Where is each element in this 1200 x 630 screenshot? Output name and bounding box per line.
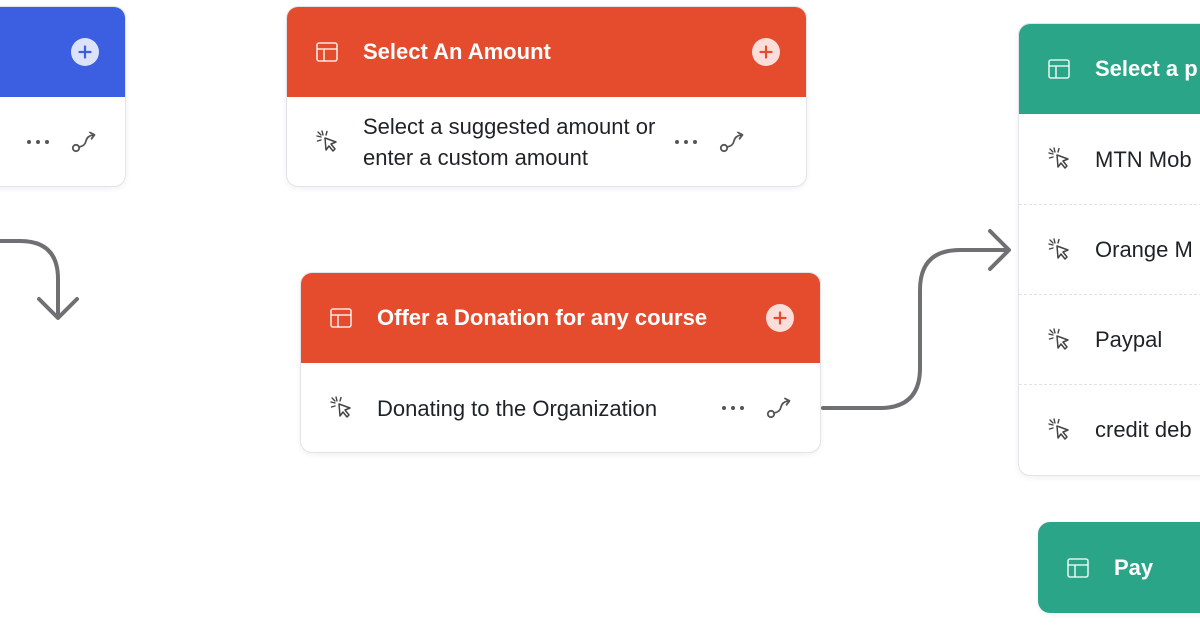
click-cursor-icon: [1047, 417, 1073, 443]
payment-option-label: Paypal: [1095, 327, 1163, 352]
node-row-text: Donating to the Organization: [377, 395, 658, 421]
node-row[interactable]: Select a suggested amount or enter a cus…: [287, 97, 806, 186]
node-row-blue[interactable]: [0, 97, 125, 186]
connect-route-button[interactable]: [719, 129, 747, 155]
payment-option-row[interactable]: Orange M: [1019, 204, 1200, 294]
add-step-button[interactable]: [766, 304, 794, 332]
route-icon: [71, 131, 96, 153]
connector-donation-to-payment: [821, 229, 1011, 410]
payment-option-row[interactable]: MTN Mob: [1019, 114, 1200, 204]
node-card-blue[interactable]: [0, 6, 126, 187]
node-header-blue: [0, 7, 125, 97]
table-layout-icon: [1066, 556, 1090, 580]
click-cursor-icon: [329, 395, 355, 421]
node-card-select-payment[interactable]: Select a p MTN Mob Orange M Paypal credi…: [1018, 23, 1200, 476]
payment-option-label: Orange M: [1095, 237, 1193, 262]
click-cursor-icon: [315, 129, 341, 155]
route-icon: [766, 397, 791, 419]
node-title: Select a p: [1095, 56, 1198, 81]
click-cursor-icon: [1047, 327, 1073, 353]
node-header-offer-donation: Offer a Donation for any course: [301, 273, 820, 363]
more-options-button[interactable]: [720, 395, 746, 421]
node-header-select-amount: Select An Amount: [287, 7, 806, 97]
node-title: Offer a Donation for any course: [377, 305, 708, 330]
plus-icon: [759, 45, 773, 59]
more-dots-icon: [722, 406, 744, 410]
add-step-button-blue[interactable]: [71, 38, 99, 66]
table-layout-icon: [329, 306, 353, 330]
table-layout-icon: [1047, 57, 1071, 81]
node-card-offer-donation[interactable]: Offer a Donation for any course Donating…: [300, 272, 821, 453]
more-dots-icon: [27, 140, 49, 144]
node-header-pay: Pay: [1038, 522, 1200, 613]
node-row-text: Select a suggested amount or enter a cus…: [363, 114, 656, 170]
payment-option-row[interactable]: Paypal: [1019, 294, 1200, 384]
plus-icon: [773, 311, 787, 325]
add-step-button[interactable]: [752, 38, 780, 66]
connect-route-button[interactable]: [71, 129, 99, 155]
route-icon: [719, 131, 744, 153]
plus-icon: [78, 45, 92, 59]
node-card-pay[interactable]: Pay: [1038, 522, 1200, 613]
node-header-select-payment: Select a p: [1019, 24, 1200, 114]
payment-option-label: credit deb: [1095, 417, 1192, 442]
node-card-select-amount[interactable]: Select An Amount Select a suggested amou…: [286, 6, 807, 187]
click-cursor-icon: [1047, 237, 1073, 263]
more-options-button[interactable]: [673, 129, 699, 155]
node-row[interactable]: Donating to the Organization: [301, 363, 820, 452]
payment-option-label: MTN Mob: [1095, 146, 1192, 172]
more-dots-icon: [675, 140, 697, 144]
table-layout-icon: [315, 40, 339, 64]
node-title: Pay: [1114, 554, 1154, 580]
node-title: Select An Amount: [363, 39, 551, 64]
connect-route-button[interactable]: [766, 395, 794, 421]
click-cursor-icon: [1047, 146, 1073, 172]
payment-option-row[interactable]: credit deb: [1019, 384, 1200, 474]
more-options-button[interactable]: [25, 129, 51, 155]
connector-arrow-down: [0, 239, 79, 320]
